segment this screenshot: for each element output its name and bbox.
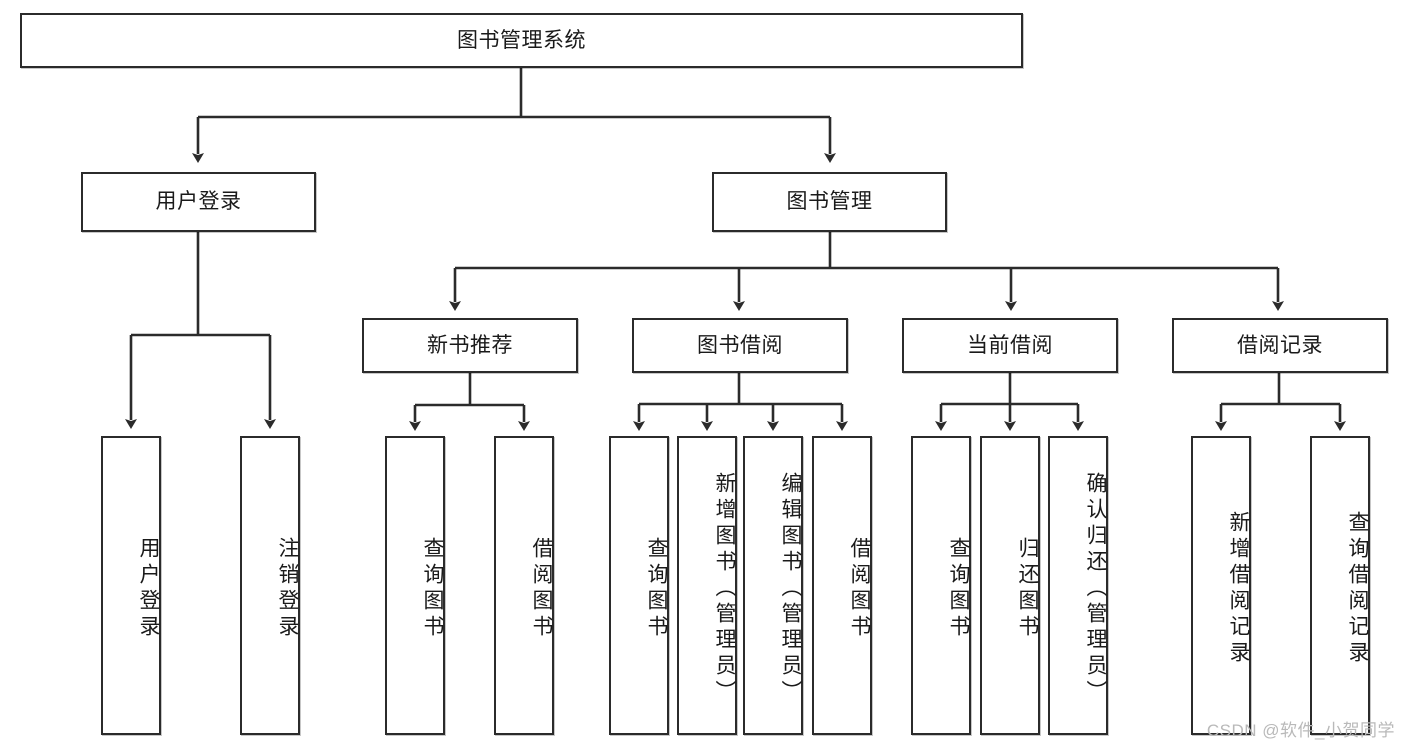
node-label: 查询图书	[421, 536, 444, 641]
node-label: 新书推荐	[427, 333, 513, 357]
leaf-borrow-edit-book-admin[interactable]: 编辑图书（管理员）	[743, 436, 803, 735]
leaf-recommend-borrow-book[interactable]: 借阅图书	[494, 436, 554, 735]
node-label: 用户登录	[137, 536, 160, 641]
node-label: 注销登录	[276, 536, 299, 641]
leaf-record-query-record[interactable]: 查询借阅记录	[1310, 436, 1370, 735]
node-label: 图书管理	[786, 190, 873, 214]
node-book-management[interactable]: 图书管理	[712, 172, 947, 232]
node-label: 当前借阅	[967, 333, 1053, 357]
node-label: 图书管理系统	[457, 28, 586, 52]
leaf-user-login-login[interactable]: 用户登录	[101, 436, 161, 735]
leaf-borrow-add-book-admin[interactable]: 新增图书（管理员）	[677, 436, 737, 735]
node-current-borrow[interactable]: 当前借阅	[902, 318, 1118, 373]
node-label: 用户登录	[155, 190, 242, 214]
node-label: 查询图书	[645, 536, 668, 641]
node-label: 借阅图书	[530, 536, 553, 641]
leaf-current-confirm-return-admin[interactable]: 确认归还（管理员）	[1048, 436, 1108, 735]
node-label: 图书借阅	[697, 333, 783, 357]
node-new-book-recommend[interactable]: 新书推荐	[362, 318, 578, 373]
node-book-borrow[interactable]: 图书借阅	[632, 318, 848, 373]
node-borrow-record[interactable]: 借阅记录	[1172, 318, 1388, 373]
node-label: 借阅图书	[848, 536, 871, 641]
node-label: 查询借阅记录	[1346, 510, 1369, 667]
node-user-login[interactable]: 用户登录	[81, 172, 316, 232]
leaf-current-query-book[interactable]: 查询图书	[911, 436, 971, 735]
node-label: 归还图书	[1016, 536, 1039, 641]
node-root-book-management-system[interactable]: 图书管理系统	[20, 13, 1023, 68]
leaf-record-add-record[interactable]: 新增借阅记录	[1191, 436, 1251, 735]
node-label: 查询图书	[947, 536, 970, 641]
leaf-recommend-query-book[interactable]: 查询图书	[385, 436, 445, 735]
node-label: 编辑图书（管理员）	[779, 471, 802, 706]
node-label: 新增图书（管理员）	[713, 471, 736, 706]
node-label: 新增借阅记录	[1227, 510, 1250, 667]
node-label: 借阅记录	[1237, 333, 1323, 357]
leaf-borrow-borrow-book[interactable]: 借阅图书	[812, 436, 872, 735]
watermark: CSDN @软件_小贺同学	[1206, 721, 1395, 740]
leaf-current-return-book[interactable]: 归还图书	[980, 436, 1040, 735]
node-label: 确认归还（管理员）	[1084, 471, 1107, 706]
leaf-borrow-query-book[interactable]: 查询图书	[609, 436, 669, 735]
leaf-user-login-logout[interactable]: 注销登录	[240, 436, 300, 735]
